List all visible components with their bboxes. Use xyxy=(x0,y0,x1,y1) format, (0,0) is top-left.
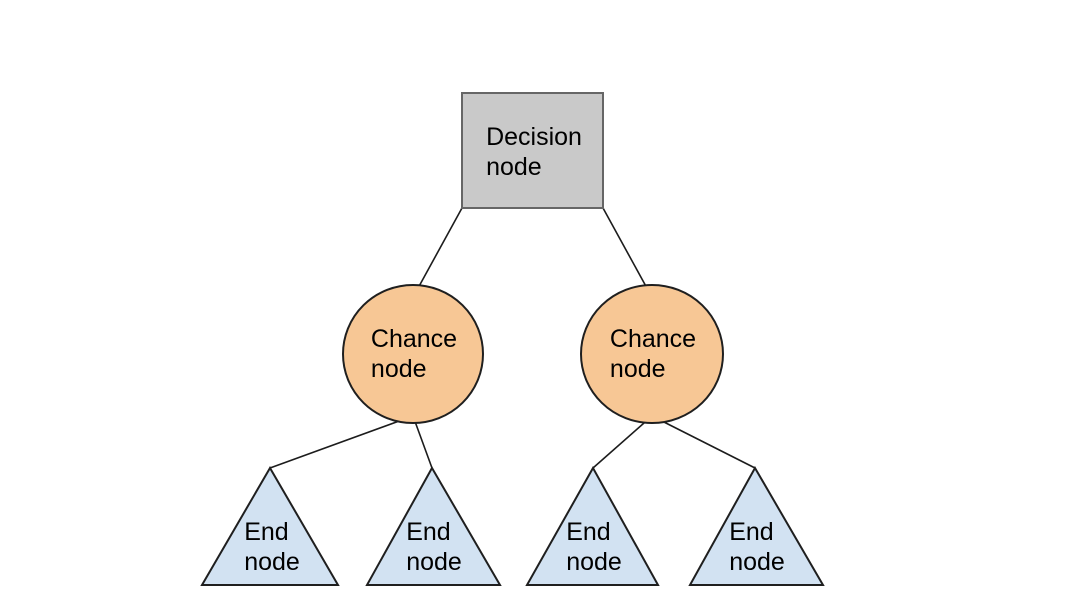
edge-chance-right-to-end-4 xyxy=(651,415,756,469)
chance-node-left-shape xyxy=(342,284,484,424)
edge-decision-to-chance-left xyxy=(416,207,463,291)
end-node-3-shape xyxy=(525,465,660,586)
edge-chance-left-to-end-1 xyxy=(269,415,414,469)
end-node-4-shape xyxy=(688,465,825,586)
edge-decision-to-chance-right xyxy=(602,207,649,291)
decision-node-shape xyxy=(461,92,604,209)
end-node-1-shape xyxy=(200,466,340,586)
edge-chance-left-to-end-2 xyxy=(412,415,433,469)
end-node-2-shape xyxy=(365,465,502,586)
chance-node-right-shape xyxy=(580,284,724,424)
diagram-edges xyxy=(269,207,756,469)
edge-chance-right-to-end-3 xyxy=(592,415,653,469)
